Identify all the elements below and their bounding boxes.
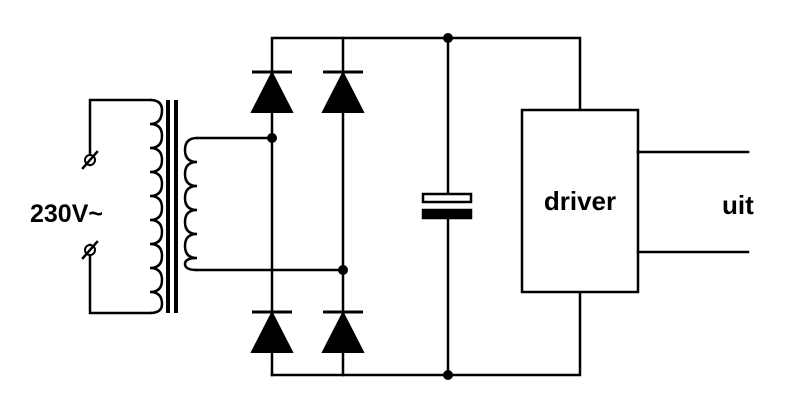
output: uit: [636, 150, 754, 254]
junction-dot: [338, 265, 348, 275]
diode-top-left: [250, 70, 294, 113]
smoothing-capacitor: [421, 33, 473, 380]
diode-bottom-right: [321, 310, 365, 353]
mains-input: 230V~: [30, 98, 152, 315]
capacitor-plate-positive: [421, 192, 473, 204]
input-voltage-label: 230V~: [30, 200, 103, 228]
transformer: [149, 98, 345, 315]
driver-label: driver: [544, 186, 616, 216]
junction-dot: [443, 33, 453, 43]
diode-bottom-left: [250, 310, 294, 353]
output-label: uit: [722, 190, 754, 220]
driver-box: [520, 108, 640, 294]
bridge-rectifier: [250, 36, 582, 377]
diode-top-right: [321, 70, 365, 113]
junction-dot: [443, 370, 453, 380]
secondary-winding: [183, 136, 198, 272]
junction-dot: [267, 133, 277, 143]
driver-block: driver: [520, 108, 640, 294]
primary-winding: [149, 98, 164, 315]
